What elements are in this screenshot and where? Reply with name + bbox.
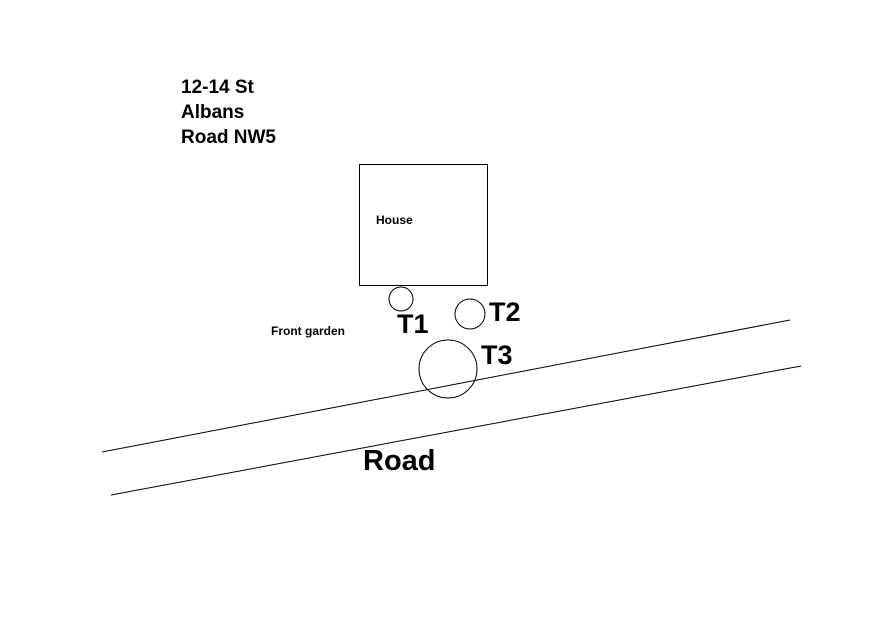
road-edge-lower	[110, 365, 802, 496]
front-garden-label: Front garden	[271, 324, 345, 338]
tree-t2-canopy	[454, 298, 486, 330]
site-address: 12-14 St Albans Road NW5	[181, 75, 291, 150]
house-outline	[359, 164, 488, 286]
address-line-2: Albans	[181, 102, 245, 123]
tree-t2-label: T2	[489, 297, 521, 327]
tree-t3-label: T3	[481, 340, 513, 370]
road-label: Road	[363, 445, 436, 477]
house-label: House	[376, 213, 413, 227]
tree-t3-canopy	[418, 339, 478, 399]
address-line-1: 12-14 St	[181, 77, 254, 98]
address-line-3: Road NW5	[181, 127, 276, 148]
road-edge-upper	[101, 319, 791, 453]
tree-t1-label: T1	[397, 309, 429, 339]
tree-t1-canopy	[388, 286, 414, 312]
